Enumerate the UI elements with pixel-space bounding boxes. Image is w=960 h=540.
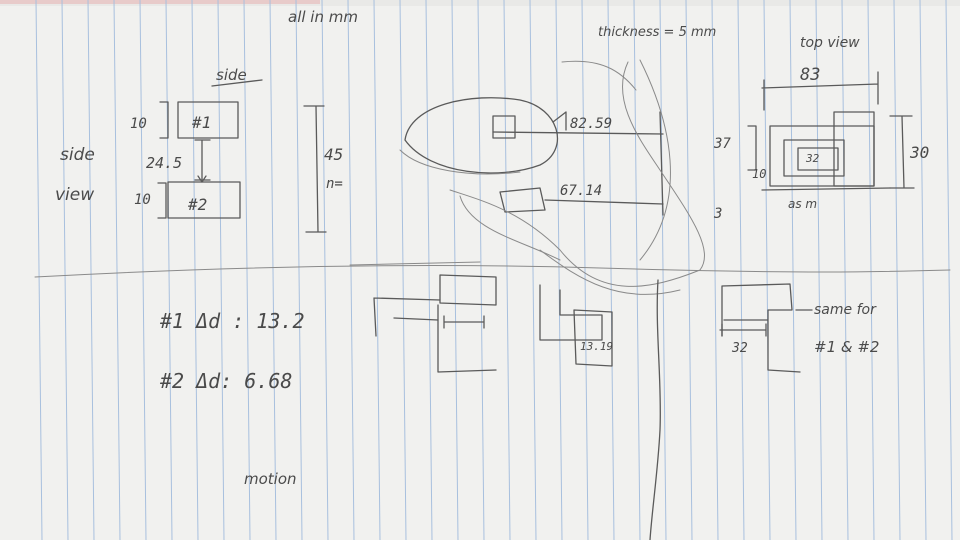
dim-bottom: 10: [134, 192, 151, 208]
dim-top: 10: [130, 116, 147, 132]
dim-bottom-top: 3: [713, 206, 722, 222]
side-view-label-1: side: [60, 145, 95, 165]
notes: #1 Δd : 13.2 #2 Δd: 6.68 motion 32 same …: [159, 283, 879, 488]
motion-note: motion: [244, 470, 297, 488]
delta-2: #2 Δd: 6.68: [159, 369, 292, 393]
side-view-sketch: side side view #1 #2 10 24.5 10 45 n=: [55, 66, 343, 233]
ruled-line: [867, 0, 875, 540]
ruled-line: [451, 0, 459, 540]
ruled-line: [87, 0, 95, 540]
ruled-line: [61, 0, 69, 540]
dim-small-top: 10: [752, 167, 766, 181]
part-2-box: [167, 181, 241, 219]
ruled-line: [763, 0, 771, 540]
dim-right: 30: [909, 143, 929, 162]
ruled-line: [581, 0, 589, 540]
top-view-title: top view: [800, 35, 860, 51]
ruled-line: [841, 0, 849, 540]
dim-small: 13.19: [580, 340, 613, 353]
ruled-line: [113, 0, 121, 540]
part-1-label: #1: [191, 113, 211, 132]
side-view-label-2: view: [55, 185, 94, 205]
ruled-line: [347, 0, 355, 540]
dim-total: 45: [324, 145, 343, 164]
ruled-line: [373, 0, 381, 540]
ruled-line: [555, 0, 563, 540]
delta-1: #1 Δd : 13.2: [159, 309, 305, 333]
part-2-label: #2: [187, 195, 207, 214]
dim-left: 37: [713, 136, 731, 152]
ruled-line: [243, 0, 251, 540]
top-view-sketch: top view 83 32 37 10 30 3 as m: [713, 35, 929, 222]
ruled-line: [737, 0, 745, 540]
ruled-line: [321, 0, 329, 540]
right-note-2: #1 & #2: [814, 338, 879, 356]
ruled-line: [529, 0, 537, 540]
ruled-line: [789, 0, 797, 540]
total-height-bracket: [303, 105, 327, 233]
ruled-line: [399, 0, 407, 540]
ruled-line: [503, 0, 511, 540]
ruled-line: [477, 0, 485, 540]
units-note-top: as m: [788, 197, 817, 211]
right-dim: 32: [731, 341, 748, 356]
ruled-line: [269, 0, 277, 540]
ruled-line: [35, 0, 43, 540]
dim-gap: 24.5: [146, 154, 182, 172]
dim-width: 83: [800, 65, 820, 85]
ruled-line: [425, 0, 433, 540]
ruled-line: [815, 0, 823, 540]
ruled-line: [633, 0, 641, 540]
side-title: side: [216, 66, 247, 84]
part-1-box: [177, 101, 239, 139]
center-sketch: 82.59 67.14 13.19: [349, 59, 705, 540]
ruled-line: [607, 0, 615, 540]
ruled-line: [165, 0, 173, 540]
ruled-line: [295, 0, 303, 540]
ruled-line: [217, 0, 225, 540]
ruled-line: [139, 0, 147, 540]
ruled-line: [919, 0, 927, 540]
right-note-1: same for: [814, 302, 877, 318]
thickness-note: thickness = 5 mm: [598, 25, 716, 40]
dim-lower: 67.14: [560, 183, 602, 199]
dim-total-sub: n=: [326, 176, 343, 192]
ruled-line: [711, 0, 719, 540]
ruled-line: [893, 0, 901, 540]
divider-line: [34, 265, 951, 278]
units-note: all in mm: [288, 8, 358, 26]
dim-inner: 32: [805, 152, 820, 165]
dim-upper: 82.59: [570, 116, 612, 132]
